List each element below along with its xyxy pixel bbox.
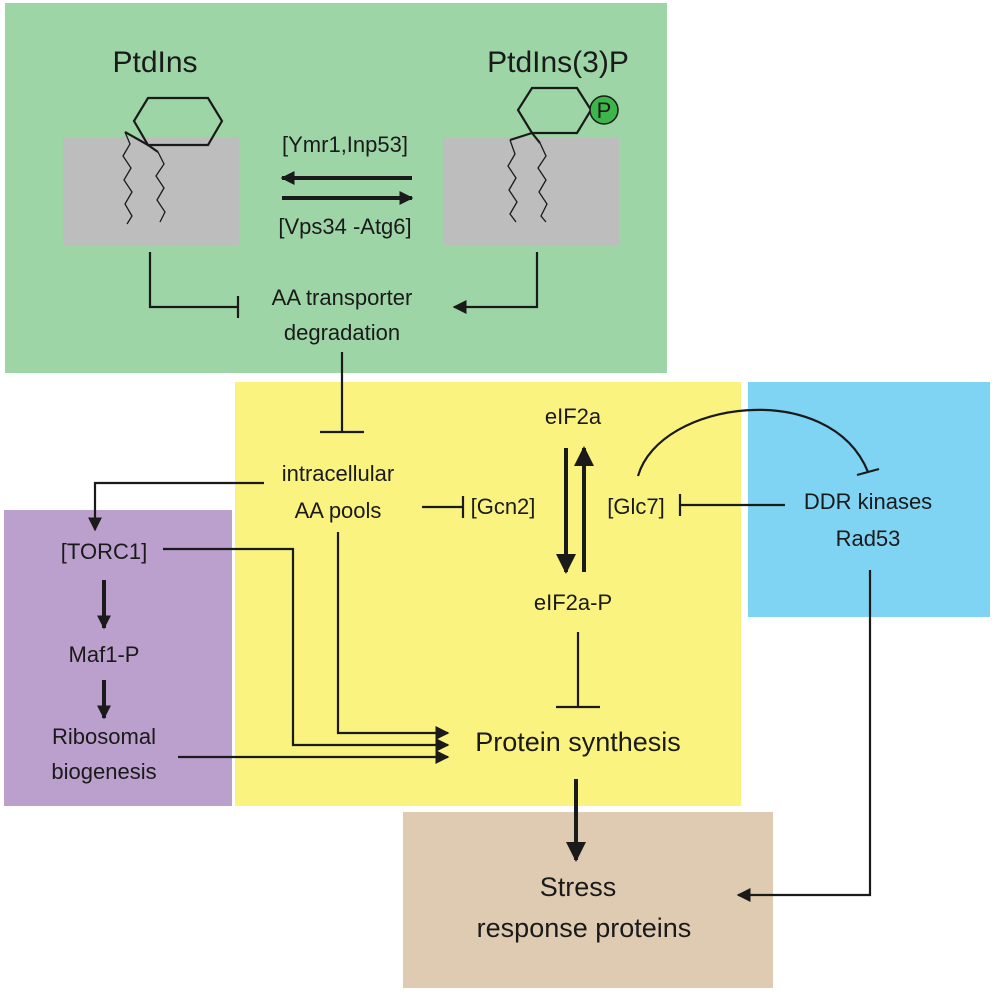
tan-panel (403, 812, 773, 988)
phosphate-label: P (597, 98, 612, 123)
right-membrane (443, 137, 619, 245)
ptdins-title: PtdIns (112, 46, 197, 79)
eif2a-label: eIF2a (545, 404, 602, 429)
torc1-label: [TORC1] (61, 539, 147, 564)
aa-pools-to-synthesis-arrow (336, 532, 450, 740)
ptdins3p-promote-arrow (452, 252, 539, 314)
ddr-line1: DDR kinases (804, 489, 932, 514)
ribosomal-line2: biogenesis (51, 759, 156, 784)
gcn2-label: [Gcn2] (471, 494, 536, 519)
ptdins-inhibit-line (148, 252, 238, 309)
glc7-label: [Glc7] (607, 494, 664, 519)
ptdins3p-molecule-icon (507, 86, 593, 223)
enzyme-top-label: [Ymr1,Inp53] (282, 132, 408, 157)
aa-degradation-line1: AA transporter (272, 285, 413, 310)
ddr-to-stress-arrow (736, 570, 872, 902)
torc1-to-synthesis-arrow (163, 547, 450, 752)
protein-synthesis-label: Protein synthesis (475, 727, 681, 757)
aa-degradation-line2: degradation (284, 320, 400, 345)
left-membrane (63, 137, 239, 245)
stress-line2: response proteins (477, 913, 692, 943)
ptdins-molecule-icon (122, 96, 224, 225)
aa-to-torc1-arrow (88, 481, 264, 532)
stress-line1: Stress (540, 872, 617, 902)
yellow-panel (235, 382, 741, 806)
enzyme-bottom-label: [Vps34 -Atg6] (278, 214, 411, 239)
ribosomal-line1: Ribosomal (52, 724, 156, 749)
aa-pools-line1: intracellular (282, 461, 395, 486)
phosphate-icon: P (589, 95, 619, 125)
aa-pools-line2: AA pools (295, 498, 382, 523)
glc7-inhibit-ddr-arc (636, 408, 870, 477)
glc7-inhibit-ddr-bar (856, 467, 880, 477)
ptdins3p-title: PtdIns(3)P (487, 46, 629, 79)
eif2a-p-label: eIF2a-P (534, 590, 612, 615)
maf1p-label: Maf1-P (69, 642, 140, 667)
ddr-line2: Rad53 (836, 526, 901, 551)
